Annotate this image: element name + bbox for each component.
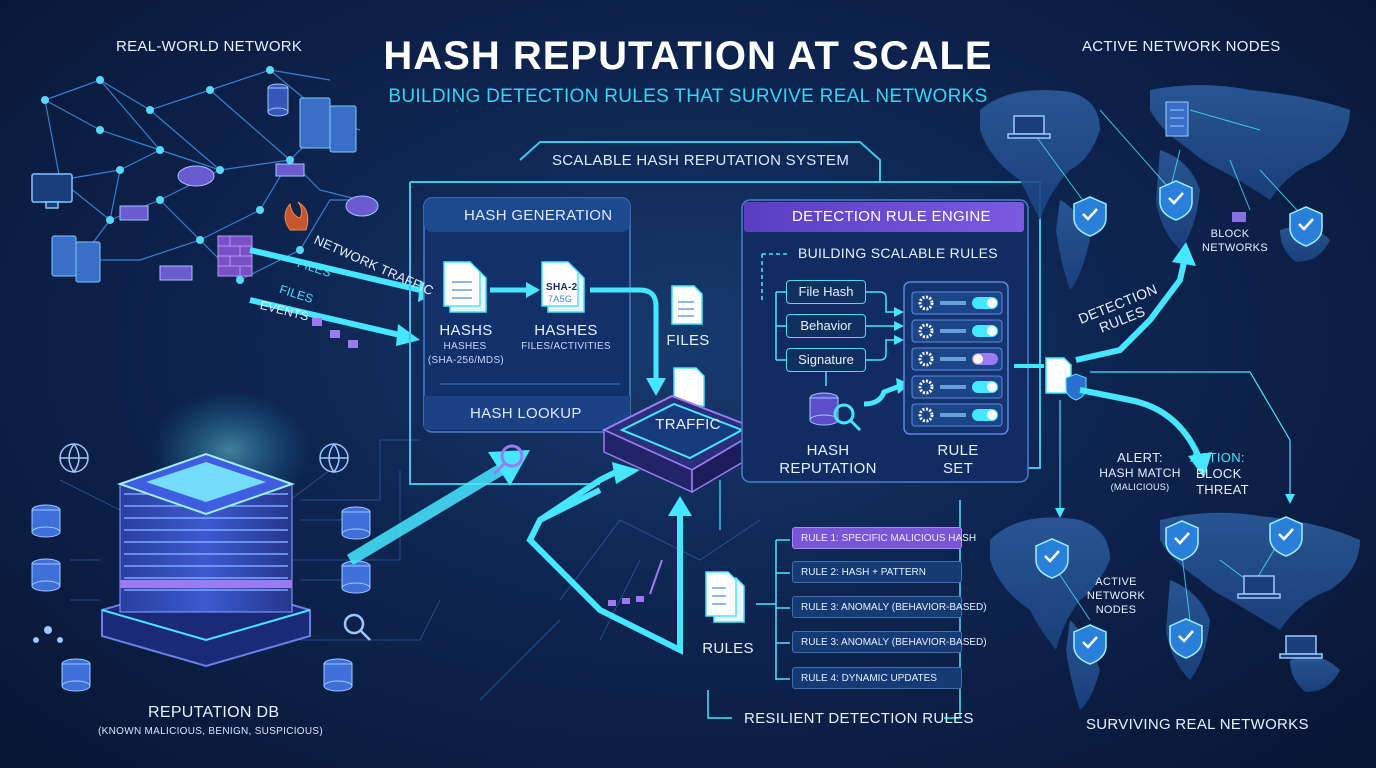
rule-line xyxy=(940,385,966,389)
gear-icon xyxy=(918,351,934,367)
hash-document-icon xyxy=(541,261,585,313)
active-label: ACTIVE xyxy=(1095,576,1137,588)
hash-generation-title: HASH GENERATION xyxy=(464,207,613,224)
rule-line xyxy=(940,329,966,333)
hash-lookup-title: HASH LOOKUP xyxy=(470,405,582,422)
gear-icon xyxy=(918,407,934,423)
active-network-nodes-label: ACTIVE NETWORK NODES xyxy=(1082,38,1281,55)
rule-line xyxy=(940,301,966,305)
rule-engine-header xyxy=(744,202,1024,232)
files-activities-label: FILES/ACTIVITIES xyxy=(521,341,611,352)
laptop-icon xyxy=(1007,115,1323,659)
rule-item-3[interactable]: RULE 3: ANOMALY (BEHAVIOR-BASED) xyxy=(792,596,987,618)
fire-icon xyxy=(284,201,309,231)
hashes-sub-label: HASHES xyxy=(443,341,487,352)
rule-engine-title: DETECTION RULE ENGINE xyxy=(792,208,991,225)
reputation-db-tower xyxy=(101,390,311,668)
hash-snippet-text: 7A5G xyxy=(548,294,573,304)
db-to-system-arrow xyxy=(346,464,504,566)
surviving-real-networks-label: SURVIVING REAL NETWORKS xyxy=(1086,716,1309,733)
real-world-network-label: REAL-WORLD NETWORK xyxy=(116,38,303,55)
reputation-db-title: REPUTATION DB xyxy=(148,704,280,721)
mesh-nodes xyxy=(41,66,334,284)
folder-icon xyxy=(1232,212,1246,222)
rule-set-row[interactable] xyxy=(911,375,1003,399)
rule-set-row[interactable] xyxy=(911,403,1003,427)
toggle-knob xyxy=(973,354,983,364)
resilient-detection-rules-label: RESILIENT DETECTION RULES xyxy=(744,710,974,727)
rule-set-row[interactable] xyxy=(911,347,1003,371)
page-title: HASH REPUTATION AT SCALE xyxy=(383,34,993,78)
rule-set-row[interactable] xyxy=(911,319,1003,343)
behavior-input[interactable]: Behavior xyxy=(786,314,866,338)
inbound-arrows xyxy=(249,247,440,348)
alert-label: ALERT: xyxy=(1117,450,1163,465)
system-title-tab xyxy=(519,141,881,182)
hashs-label: HASHS xyxy=(439,322,493,339)
rule-line xyxy=(940,357,966,361)
reputation-db-subtitle: (KNOWN MALICIOUS, BENIGN, SUSPICIOUS) xyxy=(98,726,324,737)
page-subtitle: BUILDING DETECTION RULES THAT SURVIVE RE… xyxy=(388,86,988,107)
gear-icon xyxy=(918,379,934,395)
rule-item-4[interactable]: RULE 3: ANOMALY (BEHAVIOR-BASED) xyxy=(792,631,987,653)
rule-set-row[interactable] xyxy=(911,291,1003,315)
files-label: FILES xyxy=(666,332,710,349)
file-hash-input[interactable]: File Hash xyxy=(786,280,866,304)
action-label: ACTION: xyxy=(1190,450,1245,465)
search-icon xyxy=(343,613,371,641)
action-block-label: BLOCK xyxy=(1196,466,1242,481)
rule-set-rows xyxy=(911,291,1003,427)
malicious-label: (MALICIOUS) xyxy=(1110,482,1170,492)
hash-label: HASH xyxy=(806,442,850,459)
rule-label: RULE xyxy=(937,442,979,459)
small-database-icon xyxy=(31,504,371,692)
hash-reputation-db-icon xyxy=(809,392,839,426)
check-mark-icons xyxy=(1044,192,1314,649)
toggle-knob xyxy=(987,410,997,420)
toggle-knob xyxy=(987,382,997,392)
magnifier-icon xyxy=(833,403,862,432)
sha2-text: SHA-2 xyxy=(546,282,578,293)
database-icon xyxy=(267,83,289,117)
signature-input[interactable]: Signature xyxy=(786,348,866,372)
reputation-label: REPUTATION xyxy=(779,460,877,477)
hash-match-label: HASH MATCH xyxy=(1099,466,1181,480)
rules-label: RULES xyxy=(702,640,754,657)
firewall-icon xyxy=(217,235,253,277)
system-title: SCALABLE HASH REPUTATION SYSTEM xyxy=(552,152,850,169)
set-label: SET xyxy=(942,460,974,477)
shield-small-icon xyxy=(1065,373,1087,401)
rule-item-1[interactable]: RULE 1: SPECIFIC MALICIOUS HASH xyxy=(792,527,976,549)
circuit-lines xyxy=(59,439,761,701)
share-nodes-icon xyxy=(33,626,63,643)
files-document-icon xyxy=(671,285,703,325)
server-rack-icon xyxy=(51,97,357,283)
toggle-knob xyxy=(987,326,997,336)
router-icon xyxy=(119,163,379,281)
toggle-knob xyxy=(987,298,997,308)
sha-md5-label: (SHA-256/MDS) xyxy=(427,355,505,366)
rules-document-icon xyxy=(705,571,745,623)
building-scalable-rules-label: BUILDING SCALABLE RULES xyxy=(798,245,998,261)
map-links xyxy=(1029,109,1307,621)
server-icon xyxy=(1165,101,1189,137)
networks-label: NETWORKS xyxy=(1202,242,1268,254)
rule-item-2[interactable]: RULE 2: HASH + PATTERN xyxy=(792,561,962,583)
nodes-label: NODES xyxy=(1095,604,1137,616)
gear-icon xyxy=(918,323,934,339)
rule-line xyxy=(940,413,966,417)
block-label: BLOCK xyxy=(1210,228,1250,240)
monitor-icon xyxy=(31,173,73,209)
action-threat-label: THREAT xyxy=(1196,482,1249,497)
traffic-label: TRAFFIC xyxy=(655,416,721,433)
globe-icon xyxy=(59,443,349,474)
rule-item-5[interactable]: RULE 4: DYNAMIC UPDATES xyxy=(792,667,962,689)
gear-icon xyxy=(918,295,934,311)
lookup-magnifier-icon xyxy=(492,444,524,476)
network-label: NETWORK xyxy=(1086,590,1146,602)
hashes-label: HASHES xyxy=(534,322,598,339)
